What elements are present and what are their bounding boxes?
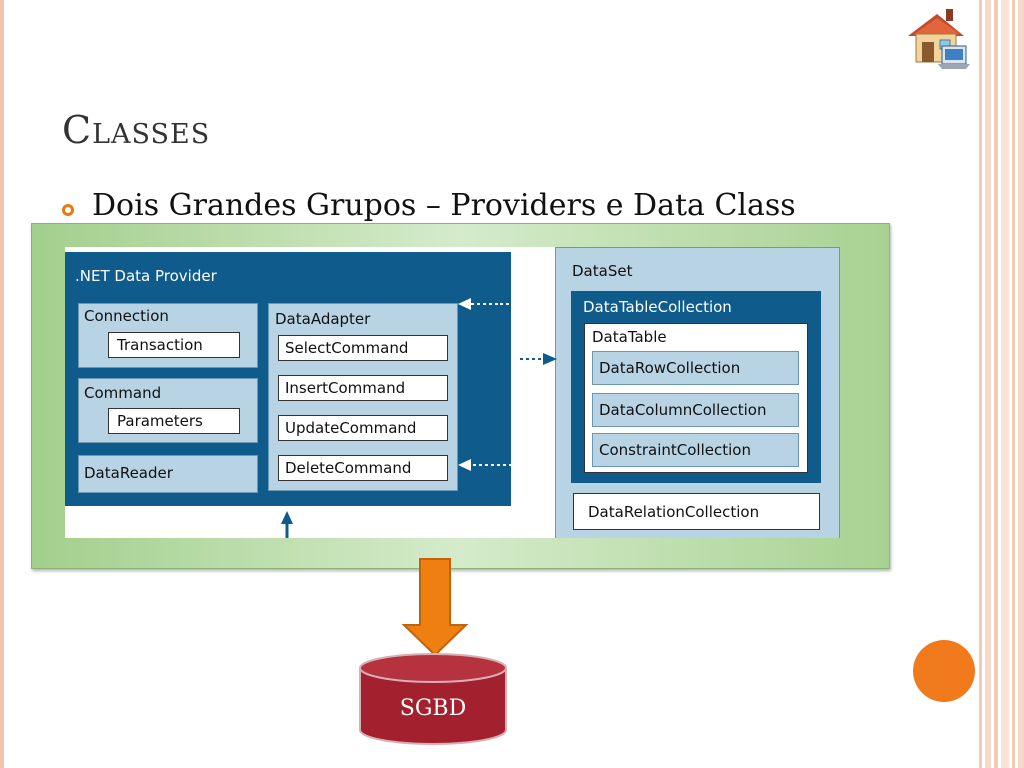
db-arrowhead [281,511,293,524]
parameters-box: Parameters [108,408,240,434]
decorative-stripe [985,0,991,768]
decorative-stripe [1012,0,1015,768]
selectcommand-box: SelectCommand [278,335,448,361]
datatable-label: DataTable [592,328,667,346]
database-cylinder-icon [359,653,507,745]
insertcommand-label: InsertCommand [285,379,406,397]
insertcommand-box: InsertCommand [278,375,448,401]
delete-connector [471,359,521,466]
page-title: Classes [62,108,211,152]
parameters-label: Parameters [117,412,203,430]
transaction-label: Transaction [117,336,203,354]
updatecommand-label: UpdateCommand [285,419,417,437]
constraintcollection-label: ConstraintCollection [599,441,751,459]
down-arrow-icon [401,558,469,657]
datarelationcollection-label: DataRelationCollection [588,503,760,521]
bullet-text: Dois Grandes Grupos – Providers e Data C… [92,188,796,223]
datacolumncollection-label: DataColumnCollection [599,401,767,419]
datatablecollection-label: DataTableCollection [583,298,732,316]
connection-label: Connection [84,307,169,325]
command-label: Command [84,384,162,402]
bullet-ring-icon [62,204,74,216]
provider-title: .NET Data Provider [75,267,217,285]
constraintcollection-box: ConstraintCollection [592,433,799,467]
left-border-line [0,0,4,768]
diagram-connectors [281,298,557,538]
selectcommand-label: SelectCommand [285,339,409,357]
datacolumncollection-box: DataColumnCollection [592,393,799,427]
house-computer-icon[interactable] [904,8,970,72]
decorative-circle [913,640,975,702]
database-label: SGBD [399,696,467,721]
datareader-box: DataReader [78,455,258,493]
deletecommand-label: DeleteCommand [285,459,412,477]
delete-arrowhead [458,459,471,471]
decorative-stripe [994,0,998,768]
select-connector [500,303,521,359]
deletecommand-box: DeleteCommand [278,455,448,481]
datarowcollection-box: DataRowCollection [592,351,799,385]
decorative-stripe [1001,0,1009,768]
dataadapter-label: DataAdapter [275,310,371,328]
dataset-arrowhead [543,353,557,365]
decorative-stripe [1018,0,1024,768]
updatecommand-box: UpdateCommand [278,415,448,441]
datarelationcollection-box: DataRelationCollection [573,493,820,530]
select-arrowhead [458,298,471,310]
datarowcollection-label: DataRowCollection [599,359,741,377]
datareader-label: DataReader [84,464,173,482]
decorative-stripe [979,0,982,768]
transaction-box: Transaction [108,332,240,358]
dataset-title: DataSet [572,262,633,280]
ado-net-diagram: .NET Data Provider Connection Transactio… [65,247,840,538]
